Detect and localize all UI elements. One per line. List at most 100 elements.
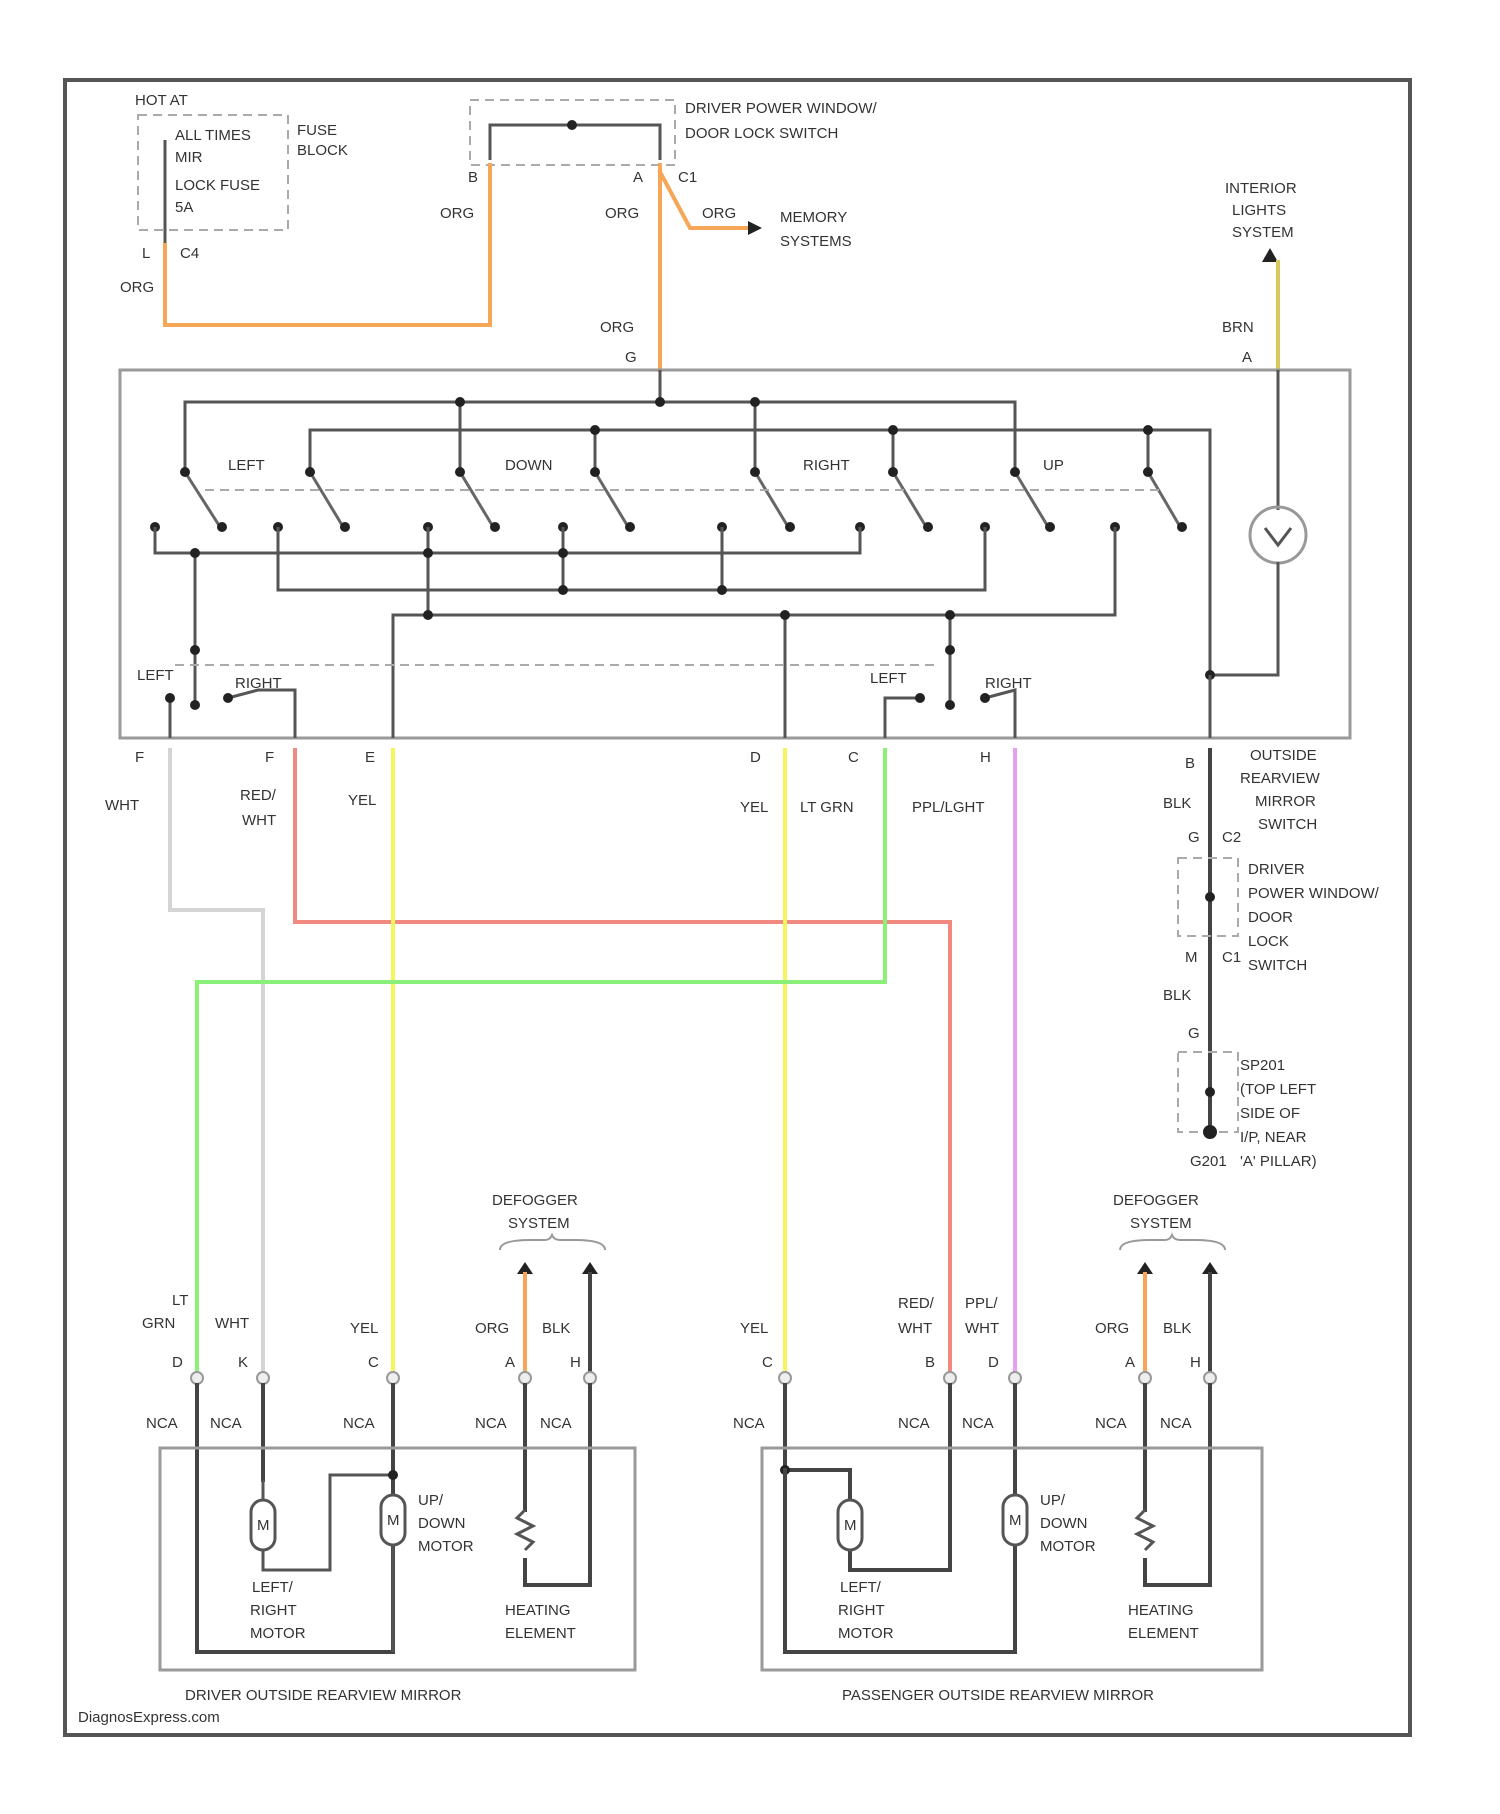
label-pm-name: PASSENGER OUTSIDE REARVIEW MIRROR bbox=[842, 1687, 1154, 1704]
label-pm-pin-h: H bbox=[1190, 1354, 1201, 1371]
label-ground-sw-2: POWER WINDOW/ bbox=[1248, 885, 1380, 902]
illumination-lamp-icon bbox=[1250, 507, 1306, 563]
label-pm-m2: M bbox=[1009, 1512, 1022, 1529]
mirror-switch: G A bbox=[120, 349, 1350, 833]
label-wire-org3: ORG bbox=[605, 205, 639, 222]
label-ground-g201: G201 bbox=[1190, 1153, 1227, 1170]
label-pm-yel: YEL bbox=[740, 1320, 768, 1337]
label-ground-conn-c2: C2 bbox=[1222, 829, 1241, 846]
label-wire-org2: ORG bbox=[440, 205, 474, 222]
label-lock-fuse: LOCK FUSE bbox=[175, 177, 260, 194]
label-wire-ltgrn: LT GRN bbox=[800, 799, 854, 816]
watermark: DiagnosExpress.com bbox=[78, 1709, 220, 1726]
label-dm-motor2-2: DOWN bbox=[418, 1515, 466, 1532]
fuse-block: HOT AT ALL TIMES MIR LOCK FUSE 5A FUSE B… bbox=[135, 92, 348, 262]
label-pm-wht2: WHT bbox=[965, 1320, 999, 1337]
label-switch-pin-d: D bbox=[750, 749, 761, 766]
ground-path: BLK G C2 DRIVER POWER WINDOW/ DOOR LOCK … bbox=[1163, 750, 1380, 1170]
wire-wht bbox=[170, 750, 263, 1375]
label-defogger-right-2: SYSTEM bbox=[1130, 1215, 1192, 1232]
label-pm-nca-4: NCA bbox=[1095, 1415, 1127, 1432]
label-wire-yel2: YEL bbox=[740, 799, 768, 816]
label-interior-1: INTERIOR bbox=[1225, 180, 1297, 197]
label-switch-up: UP bbox=[1043, 457, 1064, 474]
defogger-left: DEFOGGER SYSTEM bbox=[492, 1192, 605, 1274]
label-switch-pin-g: G bbox=[625, 349, 637, 366]
label-pm-nca-3: NCA bbox=[962, 1415, 994, 1432]
label-ground-sw-4: LOCK bbox=[1248, 933, 1289, 950]
label-ground-conn-c1: C1 bbox=[1222, 949, 1241, 966]
label-ground-pin-g: G bbox=[1188, 829, 1200, 846]
label-ground-sw-5: SWITCH bbox=[1248, 957, 1307, 974]
label-conn-c4: C4 bbox=[180, 245, 199, 262]
label-memory-1: MEMORY bbox=[780, 209, 847, 226]
label-switch-down: DOWN bbox=[505, 457, 553, 474]
label-pm-motor2-3: MOTOR bbox=[1040, 1538, 1096, 1555]
label-pm-blk: BLK bbox=[1163, 1320, 1191, 1337]
label-mir: MIR bbox=[175, 149, 203, 166]
label-switch-pin-b: B bbox=[1185, 755, 1195, 772]
label-wire-brn: BRN bbox=[1222, 319, 1254, 336]
label-dm-pin-a: A bbox=[505, 1354, 515, 1371]
label-pm-pin-d: D bbox=[988, 1354, 999, 1371]
label-dm-nca-5: NCA bbox=[540, 1415, 572, 1432]
label-driver-switch-1: DRIVER POWER WINDOW/ bbox=[685, 100, 877, 117]
label-hot-at: HOT AT bbox=[135, 92, 188, 109]
label-switch-pin-e: E bbox=[365, 749, 375, 766]
label-ground-sw-1: DRIVER bbox=[1248, 861, 1305, 878]
driver-mirror: LT GRN WHT YEL ORG BLK D K C A H NCA NCA… bbox=[142, 1292, 635, 1704]
label-pin-a: A bbox=[633, 169, 643, 186]
label-switch-pin-f: F bbox=[135, 749, 144, 766]
label-sp-1: SP201 bbox=[1240, 1057, 1285, 1074]
heating-element-icon bbox=[517, 1510, 533, 1550]
label-all-times: ALL TIMES bbox=[175, 127, 251, 144]
label-driver-switch-2: DOOR LOCK SWITCH bbox=[685, 125, 838, 142]
label-pm-nca-5: NCA bbox=[1160, 1415, 1192, 1432]
defogger-right: DEFOGGER SYSTEM bbox=[1113, 1192, 1225, 1274]
label-selector-left-2: LEFT bbox=[870, 670, 907, 687]
label-dm-lt: LT bbox=[172, 1292, 188, 1309]
label-pm-pin-a: A bbox=[1125, 1354, 1135, 1371]
wire-lt-grn bbox=[197, 750, 885, 1375]
label-dm-name: DRIVER OUTSIDE REARVIEW MIRROR bbox=[185, 1687, 462, 1704]
label-dm-grn: GRN bbox=[142, 1315, 175, 1332]
label-sp-5: 'A' PILLAR) bbox=[1240, 1153, 1317, 1170]
label-pm-motor2-1: UP/ bbox=[1040, 1492, 1066, 1509]
label-fuse-block-2: BLOCK bbox=[297, 142, 348, 159]
passenger-mirror: YEL RED/ WHT PPL/ WHT ORG BLK C B D A H … bbox=[733, 1295, 1262, 1704]
label-dm-pin-d: D bbox=[172, 1354, 183, 1371]
label-wire-wht: WHT bbox=[105, 797, 139, 814]
label-dm-pin-k: K bbox=[238, 1354, 248, 1371]
label-pm-motor2-2: DOWN bbox=[1040, 1515, 1088, 1532]
label-switch-name-3: MIRROR bbox=[1255, 793, 1316, 810]
label-dm-nca-4: NCA bbox=[475, 1415, 507, 1432]
label-dm-nca-2: NCA bbox=[210, 1415, 242, 1432]
label-wire-yel: YEL bbox=[348, 792, 376, 809]
label-dm-motor1-2: RIGHT bbox=[250, 1602, 297, 1619]
label-pm-org: ORG bbox=[1095, 1320, 1129, 1337]
label-wire-ppllght: PPL/LGHT bbox=[912, 799, 985, 816]
pm-heating-element-icon bbox=[1137, 1510, 1153, 1550]
label-switch-name-2: REARVIEW bbox=[1240, 770, 1321, 787]
label-pm-nca-2: NCA bbox=[898, 1415, 930, 1432]
label-wire-org5: ORG bbox=[600, 319, 634, 336]
label-ground-pin-g2: G bbox=[1188, 1025, 1200, 1042]
label-switch-pin-f2: F bbox=[265, 749, 274, 766]
label-defogger-left-1: DEFOGGER bbox=[492, 1192, 578, 1209]
label-wire-red: RED/ bbox=[240, 787, 277, 804]
label-switch-name-1: OUTSIDE bbox=[1250, 747, 1317, 764]
label-dm-m1: M bbox=[257, 1517, 270, 1534]
label-pm-motor1-3: MOTOR bbox=[838, 1625, 894, 1642]
label-switch-left: LEFT bbox=[228, 457, 265, 474]
label-dm-motor2-1: UP/ bbox=[418, 1492, 444, 1509]
label-ground-sw-3: DOOR bbox=[1248, 909, 1293, 926]
label-sp-3: SIDE OF bbox=[1240, 1105, 1300, 1122]
label-switch-pin-c: C bbox=[848, 749, 859, 766]
label-sp-4: I/P, NEAR bbox=[1240, 1129, 1307, 1146]
label-ground-pin-m: M bbox=[1185, 949, 1198, 966]
label-dm-org: ORG bbox=[475, 1320, 509, 1337]
label-switch-pin-h: H bbox=[980, 749, 991, 766]
driver-window-switch-top: DRIVER POWER WINDOW/ DOOR LOCK SWITCH B … bbox=[468, 100, 877, 186]
label-wire-org4: ORG bbox=[702, 205, 736, 222]
label-interior-2: LIGHTS bbox=[1232, 202, 1286, 219]
